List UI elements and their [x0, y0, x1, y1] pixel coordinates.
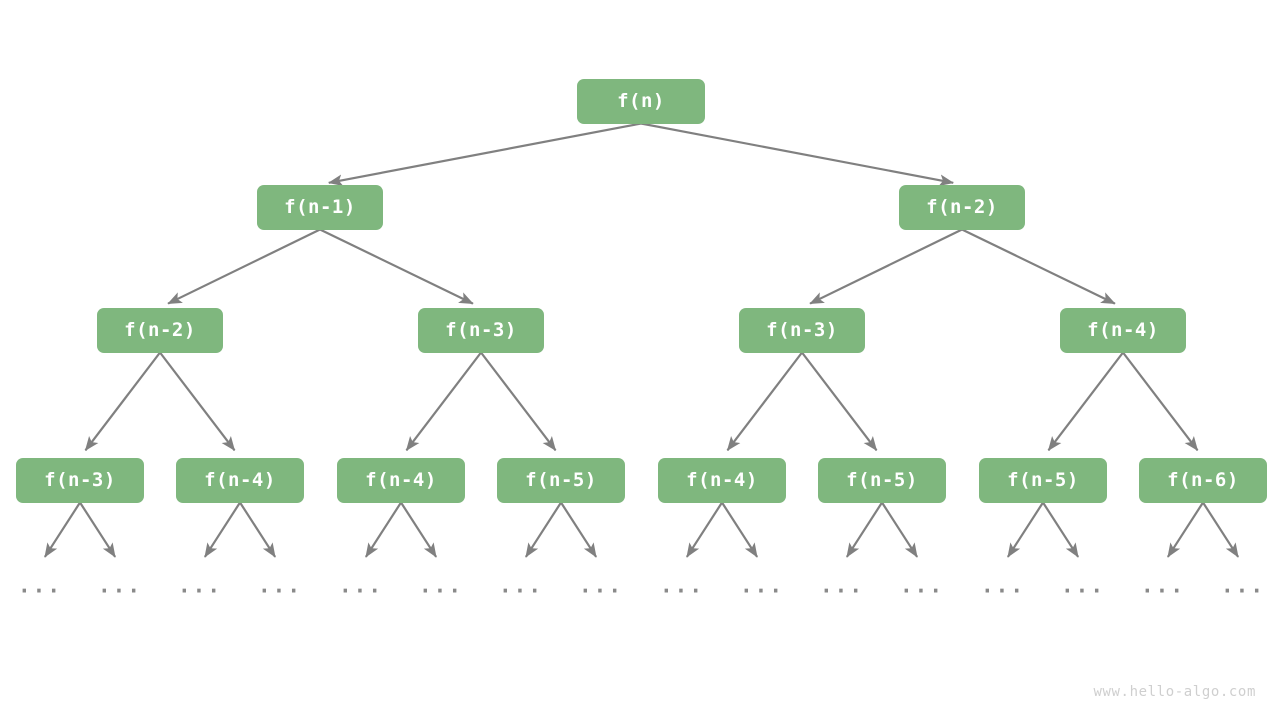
ellipsis-marker: ...	[579, 573, 623, 598]
tree-node-label: f(n-4)	[365, 469, 437, 491]
tree-node: f(n-3)	[739, 307, 865, 353]
tree-edge-stub	[79, 501, 117, 558]
tree-node-label: f(n)	[617, 90, 665, 112]
tree-edge	[640, 122, 955, 187]
tree-edge-stub	[721, 501, 759, 558]
ellipsis-marker: ...	[1141, 573, 1185, 598]
tree-edge-stub	[239, 501, 277, 558]
tree-node: f(n-3)	[16, 457, 144, 503]
ellipsis-marker: ...	[1061, 573, 1105, 598]
tree-edge	[327, 122, 642, 187]
ellipsis-marker: ...	[740, 573, 784, 598]
tree-edge	[319, 228, 474, 305]
ellipsis-marker: ...	[820, 573, 864, 598]
watermark-label: www.hello-algo.com	[1093, 684, 1256, 700]
tree-node-label: f(n-6)	[1167, 469, 1239, 491]
tree-edge	[159, 351, 236, 452]
ellipsis-marker: ...	[178, 573, 222, 598]
tree-node: f(n-5)	[818, 457, 946, 503]
ellipsis-marker: ...	[900, 573, 944, 598]
tree-node-label: f(n-1)	[284, 196, 356, 218]
tree-node: f(n)	[577, 78, 705, 124]
tree-node: f(n-2)	[899, 184, 1025, 230]
ellipsis-marker: ...	[1221, 573, 1265, 598]
tree-edge-stub	[1202, 501, 1240, 558]
ellipsis-marker: ...	[660, 573, 704, 598]
tree-node: f(n-4)	[1060, 307, 1186, 353]
tree-node: f(n-2)	[97, 307, 223, 353]
tree-node: f(n-1)	[257, 184, 383, 230]
tree-node: f(n-6)	[1139, 457, 1267, 503]
tree-node-label: f(n-4)	[204, 469, 276, 491]
tree-node: f(n-3)	[418, 307, 544, 353]
tree-node-label: f(n-2)	[926, 196, 998, 218]
tree-node-label: f(n-4)	[686, 469, 758, 491]
tree-edge-stub	[1166, 501, 1204, 558]
ellipsis-marker: ...	[419, 573, 463, 598]
tree-node: f(n-4)	[658, 457, 786, 503]
ellipsis-marker: ...	[18, 573, 62, 598]
ellipsis-marker: ...	[499, 573, 543, 598]
tree-node-label: f(n-2)	[124, 319, 196, 341]
tree-edge-stub	[203, 501, 241, 558]
tree-node-label: f(n-5)	[846, 469, 918, 491]
tree-edge	[1047, 351, 1124, 452]
ellipsis-marker: ...	[981, 573, 1025, 598]
ellipsis-marker: ...	[258, 573, 302, 598]
tree-edge	[84, 351, 161, 452]
tree-edge-stub	[1006, 501, 1044, 558]
tree-edge-stub	[43, 501, 81, 558]
tree-node: f(n-5)	[979, 457, 1107, 503]
tree-edge-stub	[845, 501, 883, 558]
tree-node-label: f(n-3)	[44, 469, 116, 491]
tree-edge-stub	[524, 501, 562, 558]
ellipsis-marker: ...	[339, 573, 383, 598]
tree-node: f(n-5)	[497, 457, 625, 503]
tree-edge	[1122, 351, 1199, 452]
tree-node-label: f(n-3)	[766, 319, 838, 341]
tree-edge	[405, 351, 482, 452]
tree-edge-stub	[685, 501, 723, 558]
tree-node: f(n-4)	[337, 457, 465, 503]
tree-edge	[480, 351, 557, 452]
tree-edge-stub	[364, 501, 402, 558]
tree-edge	[809, 228, 963, 305]
tree-edge	[801, 351, 878, 452]
ellipsis-marker: ...	[98, 573, 142, 598]
tree-edge	[167, 228, 321, 305]
tree-edge-stub	[881, 501, 919, 558]
tree-node: f(n-4)	[176, 457, 304, 503]
tree-node-label: f(n-5)	[525, 469, 597, 491]
tree-node-label: f(n-3)	[445, 319, 517, 341]
edges-group	[43, 122, 1240, 558]
tree-node-label: f(n-4)	[1087, 319, 1159, 341]
tree-edge-stub	[1042, 501, 1080, 558]
tree-node-label: f(n-5)	[1007, 469, 1079, 491]
tree-edge-stub	[560, 501, 598, 558]
tree-edge	[726, 351, 803, 452]
tree-edge-stub	[400, 501, 438, 558]
tree-edge	[961, 228, 1116, 305]
